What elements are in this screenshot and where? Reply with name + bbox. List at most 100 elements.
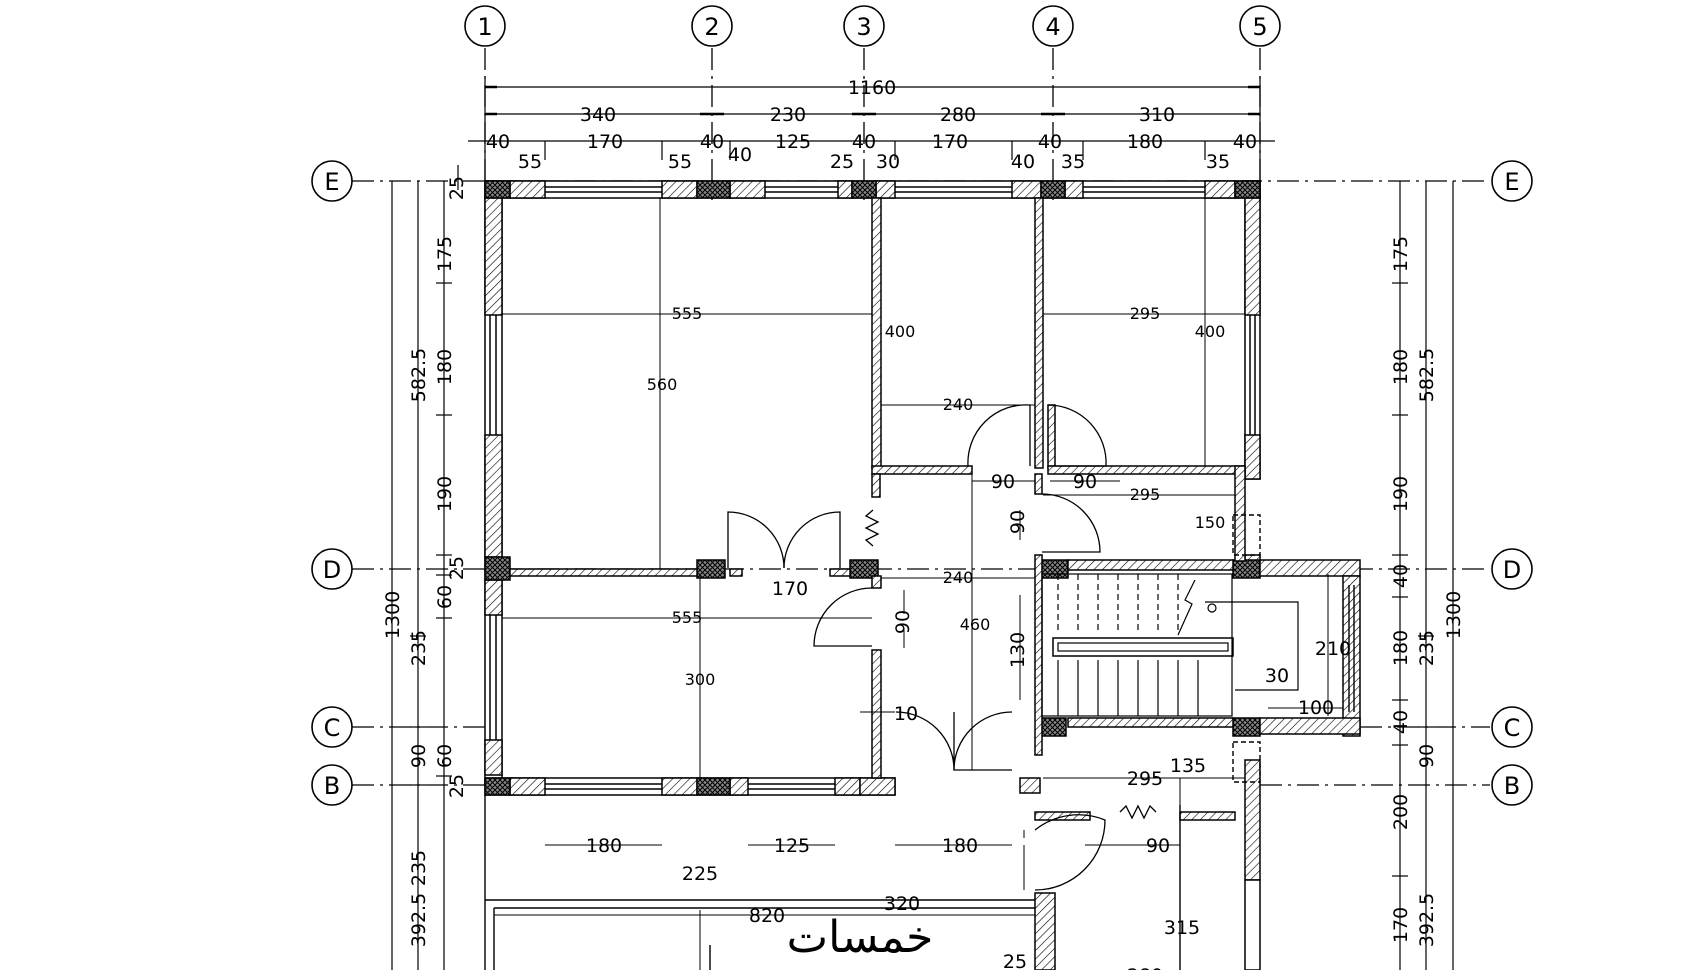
dim-wall-25: 25 bbox=[1003, 951, 1027, 970]
dim-window-2: 125 bbox=[775, 131, 811, 153]
grid-label-4: 4 bbox=[1045, 13, 1060, 41]
dim-room5-width: 280 bbox=[1127, 965, 1163, 970]
dim-offset-2: 55 bbox=[668, 151, 692, 173]
dim-stair-length: 210 bbox=[1315, 638, 1351, 660]
dim-left-5: 190 bbox=[434, 476, 456, 512]
dim-room4-depth: 300 bbox=[685, 670, 716, 689]
dim-room1-width: 555 bbox=[672, 304, 703, 323]
dim-left-4: 180 bbox=[434, 349, 456, 385]
dim-offset-7: 35 bbox=[1061, 151, 1085, 173]
grid-bubbles bbox=[311, 5, 1533, 806]
dim-offset-5: 30 bbox=[876, 151, 900, 173]
dim-hall-width: 295 bbox=[1130, 485, 1161, 504]
dim-right-3: 582.5 bbox=[1416, 348, 1438, 402]
interior-walls bbox=[509, 197, 1361, 970]
dim-double-door: 170 bbox=[772, 578, 808, 600]
dim-pier-1: 40 bbox=[486, 131, 510, 153]
grid-label-3: 3 bbox=[856, 13, 871, 41]
dim-right-7: 235 bbox=[1416, 630, 1438, 666]
dim-left-14: 392.5 bbox=[408, 893, 430, 947]
dim-right-2: 180 bbox=[1390, 349, 1412, 385]
dim-window-4: 180 bbox=[1127, 131, 1163, 153]
dim-left-11: 90 bbox=[408, 744, 430, 768]
dim-room3-width: 295 bbox=[1130, 304, 1161, 323]
interior-dimension-lines bbox=[494, 198, 1343, 970]
dim-right-11: 200 bbox=[1390, 794, 1412, 830]
dim-bay-2: 230 bbox=[770, 104, 806, 126]
grid-label-d-right: D bbox=[1503, 556, 1521, 584]
grid-label-e-left: E bbox=[324, 168, 339, 196]
grid-label-c-left: C bbox=[324, 714, 341, 742]
dim-pier-5: 40 bbox=[1233, 131, 1257, 153]
grid-label-d-left: D bbox=[323, 556, 341, 584]
dim-room2-width: 240 bbox=[943, 395, 974, 414]
dim-landing: 100 bbox=[1298, 697, 1334, 719]
dim-pier-4: 40 bbox=[1038, 131, 1062, 153]
dim-balcony-depth: 225 bbox=[682, 863, 718, 885]
dim-left-8: 235 bbox=[408, 630, 430, 666]
dim-door-d: 90 bbox=[892, 610, 914, 634]
dim-left-2: 175 bbox=[434, 236, 456, 272]
dim-room3-depth: 400 bbox=[1195, 322, 1226, 341]
grid-label-e-right: E bbox=[1504, 168, 1519, 196]
dim-right-9: 40 bbox=[1390, 710, 1412, 734]
dim-right-6: 180 bbox=[1390, 630, 1412, 666]
dim-window-1: 170 bbox=[587, 131, 623, 153]
dim-window-b2: 125 bbox=[774, 835, 810, 857]
dim-corridor-width: 240 bbox=[943, 568, 974, 587]
dim-left-9: 1300 bbox=[382, 591, 404, 639]
dim-wall-offset: 10 bbox=[894, 703, 918, 725]
dim-left-13: 235 bbox=[408, 850, 430, 886]
dim-balcony-width: 820 bbox=[749, 905, 785, 927]
grid-label-5: 5 bbox=[1252, 13, 1267, 41]
dim-window-b3: 180 bbox=[942, 835, 978, 857]
dim-lower-hall: 295 bbox=[1127, 768, 1163, 790]
dim-room1-depth: 560 bbox=[647, 375, 678, 394]
dim-overall-width: 1160 bbox=[848, 77, 896, 99]
dim-pier-3: 40 bbox=[852, 131, 876, 153]
grid-label-b-right: B bbox=[1504, 772, 1520, 800]
dim-left-3: 582.5 bbox=[408, 348, 430, 402]
dim-room5-depth: 315 bbox=[1164, 917, 1200, 939]
dim-offset-3: 40 bbox=[728, 144, 752, 166]
dim-stair-opening: 130 bbox=[1007, 632, 1029, 668]
dim-pier-2: 40 bbox=[700, 131, 724, 153]
dim-offset-1: 55 bbox=[518, 151, 542, 173]
dim-left-10: 60 bbox=[434, 744, 456, 768]
dim-corridor-length: 460 bbox=[960, 615, 991, 634]
dim-handrail: 30 bbox=[1265, 665, 1289, 687]
dim-right-4: 190 bbox=[1390, 476, 1412, 512]
dim-offset-6: 40 bbox=[1011, 151, 1035, 173]
dim-right-5: 40 bbox=[1390, 564, 1412, 588]
dim-bay-3: 280 bbox=[940, 104, 976, 126]
dim-right-1: 175 bbox=[1390, 236, 1412, 272]
grid-label-b-left: B bbox=[324, 772, 340, 800]
dimension-arrows-top bbox=[485, 85, 1260, 116]
dim-right-10: 90 bbox=[1416, 744, 1438, 768]
stair-window bbox=[1348, 585, 1355, 712]
dim-balcony-offset: 320 bbox=[884, 893, 920, 915]
dim-door-c: 90 bbox=[1007, 510, 1029, 534]
dim-hall-depth: 150 bbox=[1195, 513, 1226, 532]
dim-offset-8: 35 bbox=[1206, 151, 1230, 173]
right-dimension-lines bbox=[1392, 181, 1454, 970]
dim-window-3: 170 bbox=[932, 131, 968, 153]
dim-door-a: 90 bbox=[991, 471, 1015, 493]
dim-room2-depth: 400 bbox=[885, 322, 916, 341]
grid-label-2: 2 bbox=[704, 13, 719, 41]
dim-right-13: 392.5 bbox=[1416, 893, 1438, 947]
dim-window-b1: 180 bbox=[586, 835, 622, 857]
dim-bay-4: 310 bbox=[1139, 104, 1175, 126]
stairs bbox=[1041, 573, 1299, 717]
dim-offset-4: 25 bbox=[830, 151, 854, 173]
dim-lower-hall-depth: 135 bbox=[1170, 755, 1206, 777]
grid-label-c-right: C bbox=[1504, 714, 1521, 742]
dim-door-e: 90 bbox=[1146, 835, 1170, 857]
dim-door-b: 90 bbox=[1073, 471, 1097, 493]
dim-right-12: 170 bbox=[1390, 907, 1412, 943]
dim-left-1: 25 bbox=[446, 176, 468, 200]
dim-left-7: 60 bbox=[434, 585, 456, 609]
left-dimension-lines bbox=[391, 165, 459, 970]
dim-right-8: 1300 bbox=[1443, 591, 1465, 639]
